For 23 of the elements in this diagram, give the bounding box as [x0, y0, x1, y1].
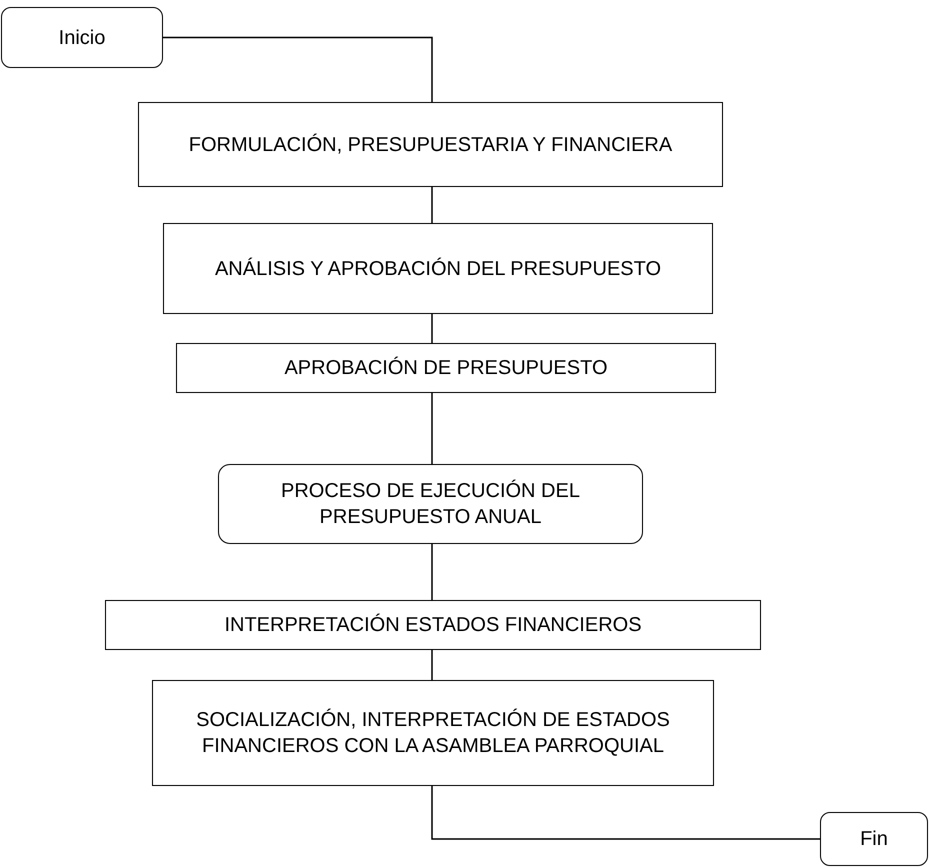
process-box	[152, 680, 714, 786]
connector-line	[431, 393, 433, 464]
box-label: ANÁLISIS Y APROBACIÓN DEL PRESUPUESTO	[214, 256, 662, 282]
box-label: SOCIALIZACIÓN, INTERPRETACIÓN DE ESTADOS FINANCIEROS CON LA ASAMBLEA PARROQUIAL	[195, 708, 671, 759]
terminal-box	[218, 464, 643, 544]
box-label: Fin	[859, 827, 889, 852]
connector-line	[431, 187, 433, 223]
box-label: FORMULACIÓN, PRESUPUESTARIA Y FINANCIERA	[188, 132, 674, 158]
box-label: PROCESO DE EJECUCIÓN DEL PRESUPUESTO ANUAL	[280, 478, 581, 530]
connector-line	[431, 650, 433, 680]
terminal-box	[820, 812, 928, 866]
process-box	[163, 223, 713, 314]
connector-line	[431, 786, 820, 840]
process-box	[138, 102, 723, 187]
process-box	[105, 600, 761, 650]
connector-line	[431, 544, 433, 600]
connector-line	[163, 36, 433, 102]
terminal-box	[1, 7, 163, 68]
box-label: APROBACIÓN DE PRESUPUESTO	[283, 356, 609, 381]
box-label: Inicio	[58, 26, 106, 50]
connector-line	[431, 314, 433, 343]
box-label: INTERPRETACIÓN ESTADOS FINANCIEROS	[223, 612, 643, 638]
process-box	[176, 343, 716, 393]
